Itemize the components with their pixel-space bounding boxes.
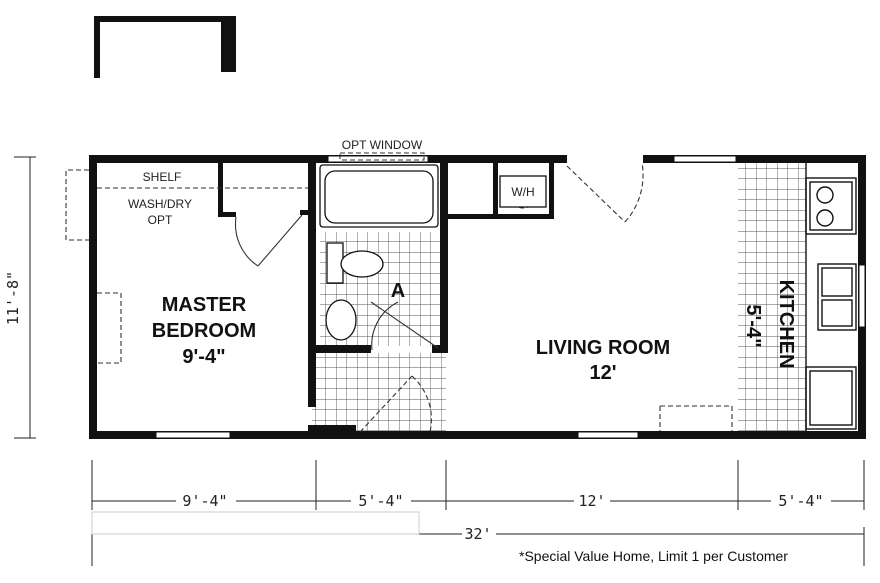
segment-label-1: 9'-4" — [182, 492, 227, 510]
depth-label: 11'-8" — [4, 271, 22, 325]
segment-label-2: 5'-4" — [358, 492, 403, 510]
kitchen-tile — [738, 162, 806, 434]
windows — [155, 155, 866, 439]
master-size: 9'-4" — [182, 346, 225, 368]
segment-label-4: 5'-4" — [778, 492, 823, 510]
kitchen-appliances — [805, 163, 857, 431]
living-room-label: LIVING ROOM — [536, 337, 670, 359]
shelf-label: SHELF — [143, 170, 182, 184]
key-symbol — [94, 16, 236, 78]
depth-dimension — [14, 156, 36, 439]
door-swings — [234, 214, 439, 351]
dashed-elements — [65, 152, 733, 433]
total-label: 32' — [464, 525, 491, 543]
special-offer-note: *Special Value Home, Limit 1 per Custome… — [519, 548, 788, 564]
wash-dry-opt-label: OPT — [148, 213, 173, 227]
interior-walls — [218, 162, 554, 433]
opt-window-label: OPT WINDOW — [342, 138, 423, 152]
living-room-size: 12' — [589, 362, 616, 384]
bath-fixtures — [319, 164, 439, 341]
hall-tile — [312, 353, 446, 436]
segment-label-3: 12' — [578, 492, 605, 510]
bath-marker: A — [391, 280, 405, 302]
master-label-1: MASTER — [162, 294, 247, 316]
master-label-2: BEDROOM — [152, 320, 256, 342]
kitchen-label: KITCHEN — [775, 280, 797, 369]
water-heater-box — [499, 175, 547, 208]
water-heater-label: W/H — [511, 185, 534, 199]
kitchen-size: 5'-4" — [742, 304, 764, 347]
wash-dry-label: WASH/DRY — [128, 197, 192, 211]
